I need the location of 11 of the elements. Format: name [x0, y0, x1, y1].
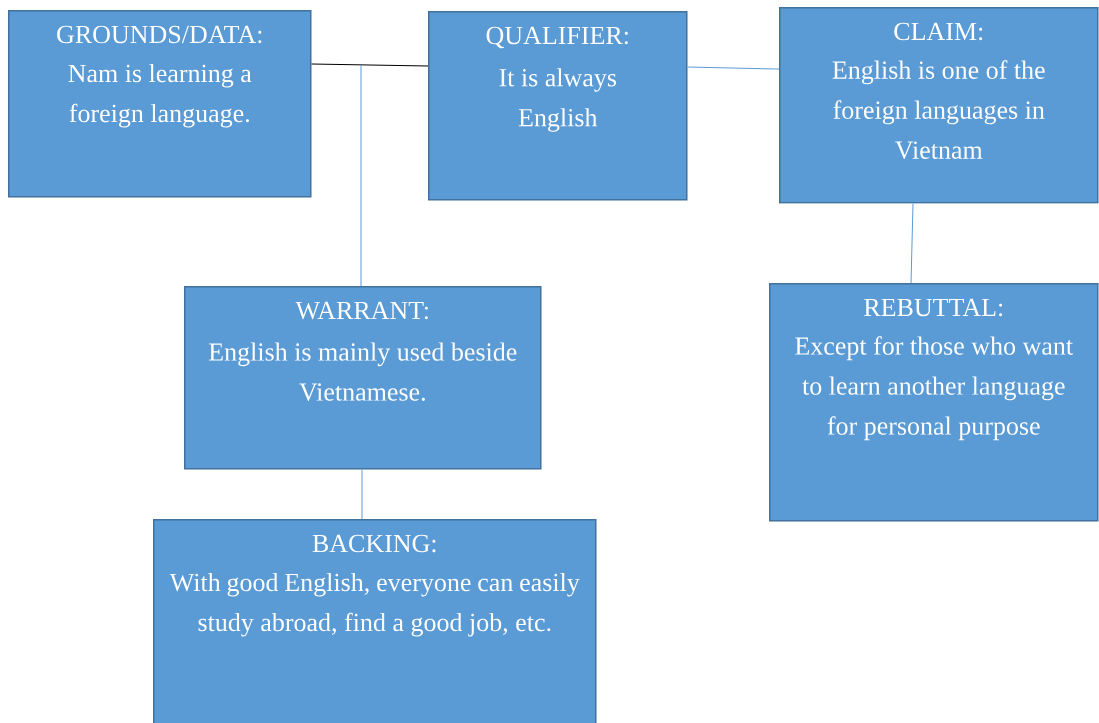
- connector-line: [361, 469, 363, 520]
- text-box: GROUNDS/DATA: Nam is learning a foreign language.: [8, 10, 312, 198]
- connector-line: [360, 64, 362, 287]
- connector-line: [910, 203, 914, 284]
- text-box: BACKING: With good English, everyone can easily study abroad, find a good job, etc.: [153, 519, 597, 723]
- text-box: REBUTTAL: Except for those who want to learn another language for personal purpose: [769, 283, 1099, 522]
- connector-line: [311, 63, 429, 67]
- connector-line: [687, 66, 780, 70]
- text-box: CLAIM: English is one of the foreign languages in Vietnam: [779, 7, 1099, 204]
- text-box: QUALIFIER: It is always English: [428, 11, 688, 201]
- text-box: WARRANT: English is mainly used beside Vietnamese.: [184, 286, 542, 470]
